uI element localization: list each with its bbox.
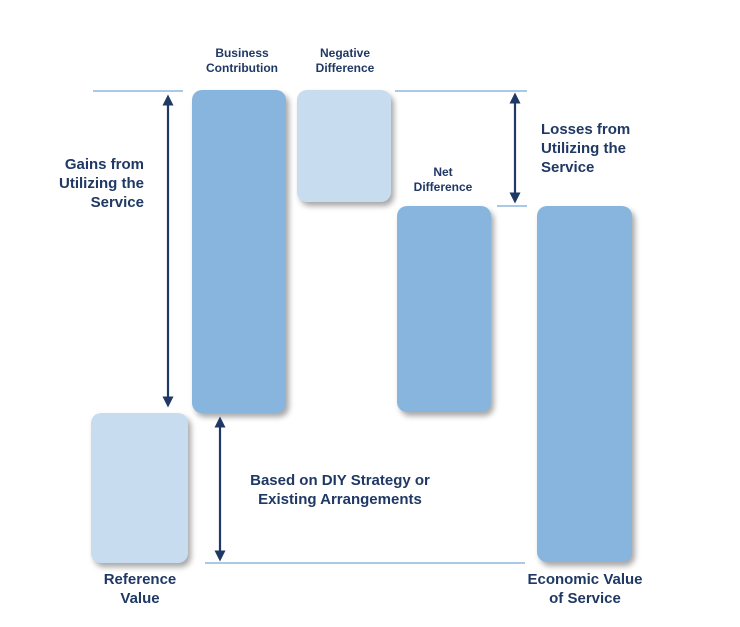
losses-bottom-guide-line	[497, 205, 527, 207]
reference-value-block	[91, 413, 188, 563]
business-contribution-block	[192, 90, 286, 413]
net-difference-block	[397, 206, 491, 412]
business-contribution-label: Business Contribution	[206, 46, 278, 75]
top-guide-line-left	[93, 90, 183, 92]
baseline-guide-line	[205, 562, 525, 564]
negative-difference-label: Negative Difference	[315, 46, 375, 75]
top-guide-line-right	[395, 90, 527, 92]
losses-label: Losses from Utilizing the Service	[541, 121, 631, 176]
reference-value-label: Reference Value	[103, 571, 177, 607]
economic-value-block	[537, 206, 632, 562]
economic-value-label: Economic Value of Service	[527, 571, 643, 607]
net-difference-label: Net Difference	[413, 165, 473, 194]
gains-label: Gains from Utilizing the Service	[59, 156, 144, 211]
based-on-label: Based on DIY Strategy or Existing Arrang…	[250, 472, 430, 508]
negative-difference-block	[297, 90, 391, 202]
